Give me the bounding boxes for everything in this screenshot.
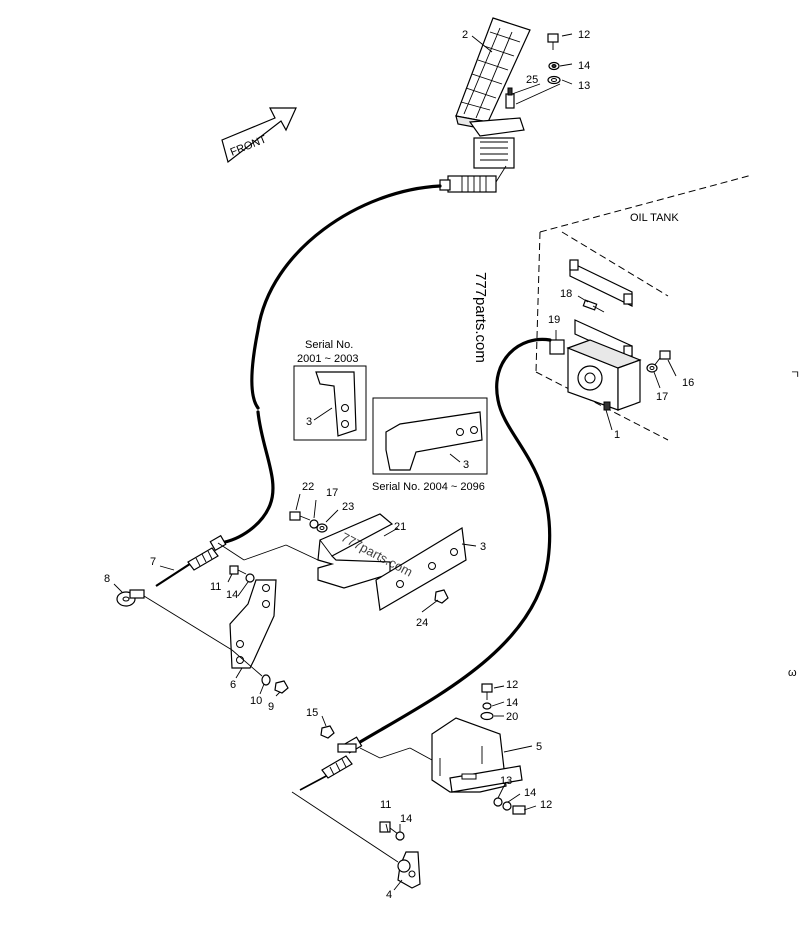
callout-19: 19: [548, 314, 560, 326]
bolt-11-lower: [379, 821, 399, 835]
nut-24: [434, 589, 449, 604]
oil-tank-label: OIL TANK: [630, 212, 679, 224]
callout-21: 21: [394, 521, 406, 533]
callout-18: 18: [560, 288, 572, 300]
callout-16: 16: [682, 377, 694, 389]
inset-a-title-line1: Serial No.: [305, 339, 353, 351]
washer-14-upper: [245, 573, 255, 583]
callout-1: 1: [614, 429, 620, 441]
callout-11-upper: 11: [210, 581, 221, 593]
inset-a-part-number: 3: [306, 416, 312, 428]
callout-7: 7: [150, 556, 156, 568]
callout-2: 2: [462, 29, 468, 41]
pedal-bolt-12: [547, 33, 559, 50]
controller-cable: [353, 337, 552, 747]
callout-15: 15: [306, 707, 318, 719]
pedal-cable: [218, 184, 442, 545]
callout-9: 9: [268, 701, 274, 713]
callout-13-pedal: 13: [578, 80, 590, 92]
accelerator-pedal: [439, 17, 531, 193]
lever-6: [143, 579, 277, 677]
callout-13-lower: 13: [500, 775, 512, 787]
watermark-vertical: 777parts.com: [472, 272, 489, 363]
callout-3: 3: [480, 541, 486, 553]
callout-8: 8: [104, 573, 110, 585]
callout-17-mid: 17: [326, 487, 338, 499]
callout-20: 20: [506, 711, 518, 723]
washer-14-lower: [395, 831, 405, 841]
callout-10: 10: [250, 695, 262, 707]
inset-serial-2004-2096: Serial No. 2004 ~ 2096 3: [372, 397, 488, 493]
callout-14-mid: 14: [506, 697, 518, 709]
lower-cable-end: [299, 736, 363, 791]
callout-14-lower: 14: [400, 813, 412, 825]
callout-23: 23: [342, 501, 354, 513]
bolt-16-washer-17: [646, 350, 671, 373]
callout-14-pedal: 14: [578, 60, 590, 72]
bolt-22: [289, 511, 311, 521]
callout-14-upper: 14: [226, 589, 238, 601]
pedal-washer-14: [548, 61, 560, 71]
throttle-controller: [549, 339, 642, 411]
bracket-5: [359, 717, 523, 793]
callout-12-pedal: 12: [578, 29, 590, 41]
pedal-tread-pattern: [460, 27, 521, 119]
nut-9: [274, 680, 289, 694]
callout-17-tank: 17: [656, 391, 668, 403]
lever-4: [291, 791, 421, 889]
leader-lines: [113, 33, 677, 891]
callout-11-lower: 11: [380, 799, 391, 811]
bolt-12-washers-14-20: [480, 683, 494, 721]
callout-5: 5: [536, 741, 542, 753]
callout-24: 24: [416, 617, 428, 629]
inset-b-part-number: 3: [463, 459, 469, 471]
front-arrow: FRONT: [221, 107, 297, 164]
pedal-washer-13: [547, 75, 561, 85]
inset-b-title: Serial No. 2004 ~ 2096: [372, 481, 485, 493]
callout-4: 4: [386, 889, 392, 901]
inset-a-title-line2: 2001 ~ 2003: [297, 353, 358, 365]
margin-mark-bottom: ω: [788, 667, 797, 679]
margin-mark-top: ㄱ: [790, 369, 800, 381]
inset-serial-2001-2003: Serial No. 2001 ~ 2003 3: [293, 339, 367, 441]
callout-12-mid: 12: [506, 679, 518, 691]
washer-23: [316, 523, 328, 533]
oil-tank: OIL TANK: [535, 174, 753, 441]
callout-22: 22: [302, 481, 314, 493]
ball-joint-8: [116, 589, 145, 607]
plate-3: [375, 527, 467, 611]
callout-14-low-right: 14: [524, 787, 536, 799]
washer-10: [261, 674, 271, 686]
callout-25: 25: [526, 74, 538, 86]
washer-17-mid: [309, 519, 319, 529]
bolt-11-upper: [229, 565, 247, 575]
callout-12-lower: 12: [540, 799, 552, 811]
bolt-12-washers-13-14: [493, 797, 526, 815]
callout-numbers: 2 12 14 25 13 18 19 16 17 1 22 17 23 21 …: [104, 29, 694, 901]
upper-cable-end: [155, 534, 227, 587]
tank-bracket-upper: [569, 259, 633, 307]
callout-6: 6: [230, 679, 236, 691]
bolt-18: [582, 299, 605, 313]
nut-15: [320, 725, 335, 739]
